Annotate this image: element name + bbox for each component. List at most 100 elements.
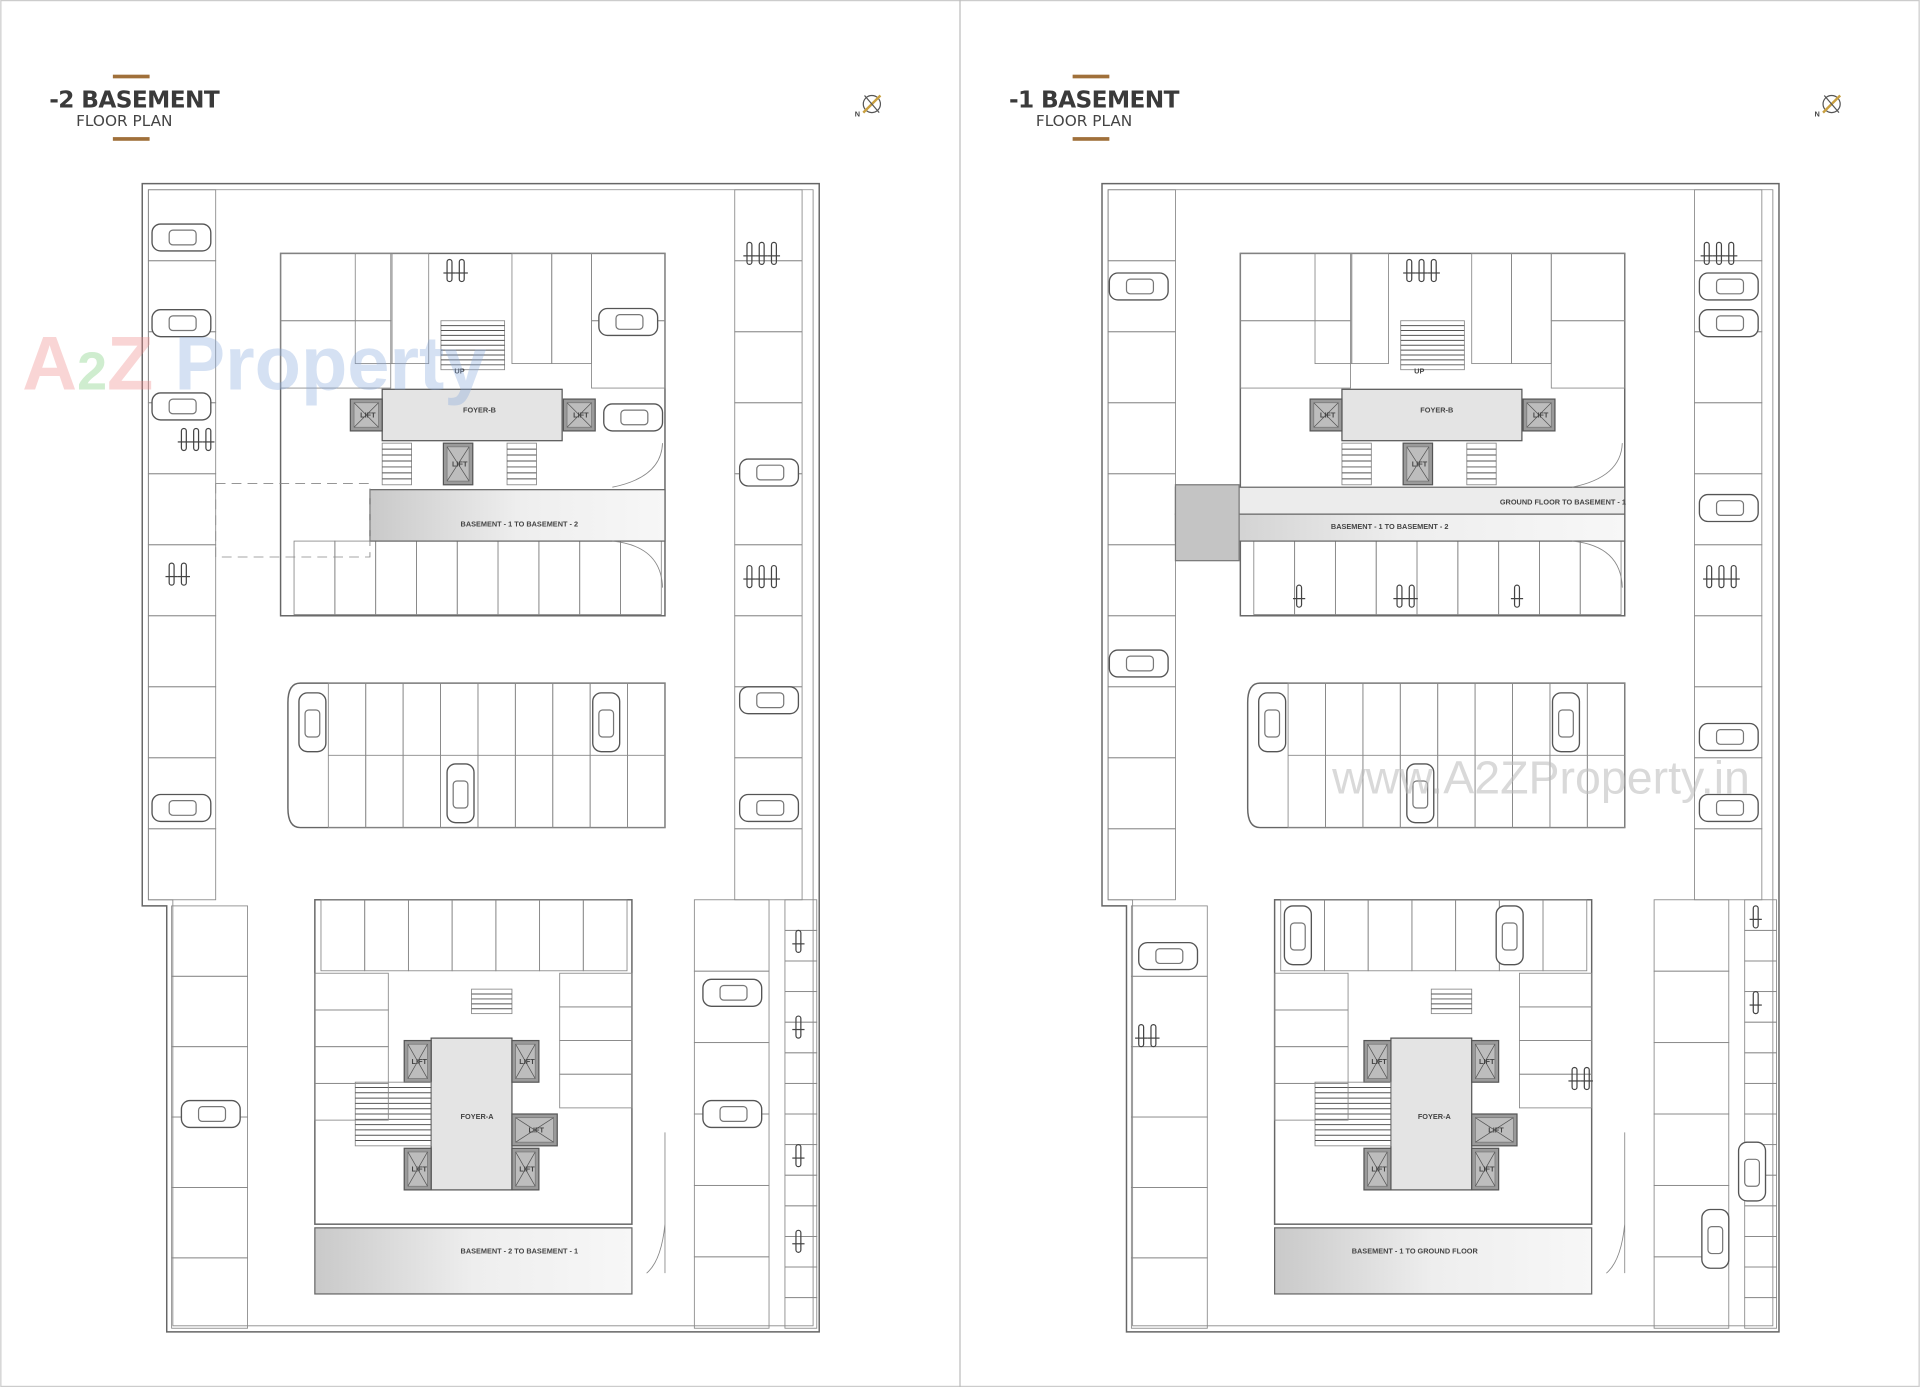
car-icon [702, 1099, 763, 1129]
car-roof [1715, 500, 1745, 516]
lift-label: LIFT [412, 1165, 428, 1174]
lift-label: LIFT [519, 1165, 535, 1174]
car-body [1108, 272, 1169, 301]
bike-body [1730, 564, 1737, 589]
parking-stall [1274, 1082, 1349, 1121]
car-body [1258, 692, 1287, 753]
two-wheeler-icon [1727, 564, 1740, 589]
two-wheeler-icon [1427, 258, 1440, 283]
car-roof [1289, 922, 1306, 951]
car-roof [168, 315, 197, 332]
car-icon [1283, 905, 1313, 966]
car-icon [1698, 493, 1759, 523]
two-wheeler-icon [792, 929, 805, 954]
lift-cross [566, 402, 592, 428]
car-roof [756, 800, 785, 816]
car-body [151, 793, 212, 823]
car-body [603, 403, 664, 432]
car-roof [1715, 278, 1745, 295]
car-body [592, 692, 621, 753]
bike-body [770, 241, 777, 266]
parking-stall [280, 320, 392, 389]
two-wheeler-icon [1568, 1066, 1581, 1091]
ramp-curve [612, 443, 663, 488]
bike-body [1703, 241, 1710, 266]
two-wheeler-icon [1403, 258, 1416, 283]
parking-stall [1351, 252, 1389, 365]
lift-label: LIFT [1371, 1165, 1387, 1174]
car-roof [1707, 1226, 1724, 1255]
parking-stall [1653, 1256, 1730, 1329]
ramp-label-upper: BASEMENT - 1 TO BASEMENT - 2 [461, 519, 579, 528]
stair-up-label: UP [1414, 366, 1424, 375]
bike-body [168, 562, 175, 586]
car-icon [1108, 649, 1169, 678]
wm-property: Property [174, 321, 486, 406]
bike-body [1396, 584, 1403, 608]
lift-label: LIFT [528, 1125, 544, 1134]
car-icon [1698, 272, 1759, 301]
foyer-b-label: FOYER-B [1420, 406, 1453, 415]
ramp-lower [314, 1227, 633, 1295]
stair-up-label: UP [454, 366, 464, 375]
two-wheeler-icon [1712, 241, 1726, 266]
car-body [1138, 941, 1199, 971]
car-icon [738, 686, 800, 715]
plan-title: -1 BASEMENT [1009, 87, 1180, 114]
bike-body [1718, 564, 1725, 589]
car-icon [1258, 692, 1287, 753]
car-icon [702, 978, 763, 1007]
car-icon [1495, 905, 1524, 966]
car-icon [738, 458, 800, 487]
car-body [151, 309, 212, 338]
foyer-b [381, 388, 563, 442]
plan-subtitle: FLOOR PLAN [76, 112, 172, 130]
car-body [1406, 763, 1435, 824]
parking-stall [171, 1257, 248, 1329]
watermark-logo: A2Z Property [22, 321, 486, 406]
parking-stall [582, 899, 628, 972]
car-roof [168, 229, 197, 246]
parking-stall [1744, 1297, 1777, 1329]
bike-body [795, 929, 802, 954]
car-icon [1406, 763, 1435, 824]
two-wheeler-icon [1415, 258, 1428, 283]
title-accent-top [112, 74, 150, 79]
two-wheeler-icon [1749, 905, 1762, 929]
car-icon [1737, 1141, 1767, 1202]
lift-cross [1475, 1044, 1496, 1079]
bike-body [1150, 1024, 1157, 1048]
plan-subtitle: FLOOR PLAN [1036, 112, 1132, 130]
car-body [738, 793, 800, 823]
bike-body [758, 241, 765, 266]
two-wheeler-icon [792, 1143, 805, 1168]
two-wheeler-icon [1703, 564, 1716, 589]
bike-body [458, 258, 465, 283]
car-body [1737, 1141, 1767, 1202]
lift-cross [515, 1117, 554, 1143]
car-roof [719, 984, 748, 1001]
lift-label: LIFT [452, 459, 468, 468]
lift-cross [1475, 1117, 1514, 1143]
car-body [298, 692, 327, 753]
lift-cross [1406, 446, 1430, 482]
ramp-entry [215, 483, 371, 558]
foyer-a [1390, 1037, 1473, 1191]
car-roof [1155, 948, 1184, 965]
two-wheeler-icon [177, 427, 190, 452]
svg-text:N: N [855, 109, 860, 118]
lift-cross [515, 1151, 536, 1187]
parking-stall [1542, 899, 1588, 972]
two-wheeler-icon [1715, 564, 1728, 589]
ramp-label-lower: BASEMENT - 1 TO GROUND FLOOR [1352, 1247, 1479, 1256]
car-icon [446, 763, 475, 824]
two-wheeler-icon [767, 241, 781, 266]
car-roof [1715, 315, 1745, 332]
bike-body [758, 564, 765, 589]
ramp-label-upper: BASEMENT - 1 TO BASEMENT - 2 [1331, 522, 1449, 531]
lift-cross [407, 1044, 428, 1079]
bike-body [746, 241, 753, 266]
staircase [1466, 442, 1497, 486]
